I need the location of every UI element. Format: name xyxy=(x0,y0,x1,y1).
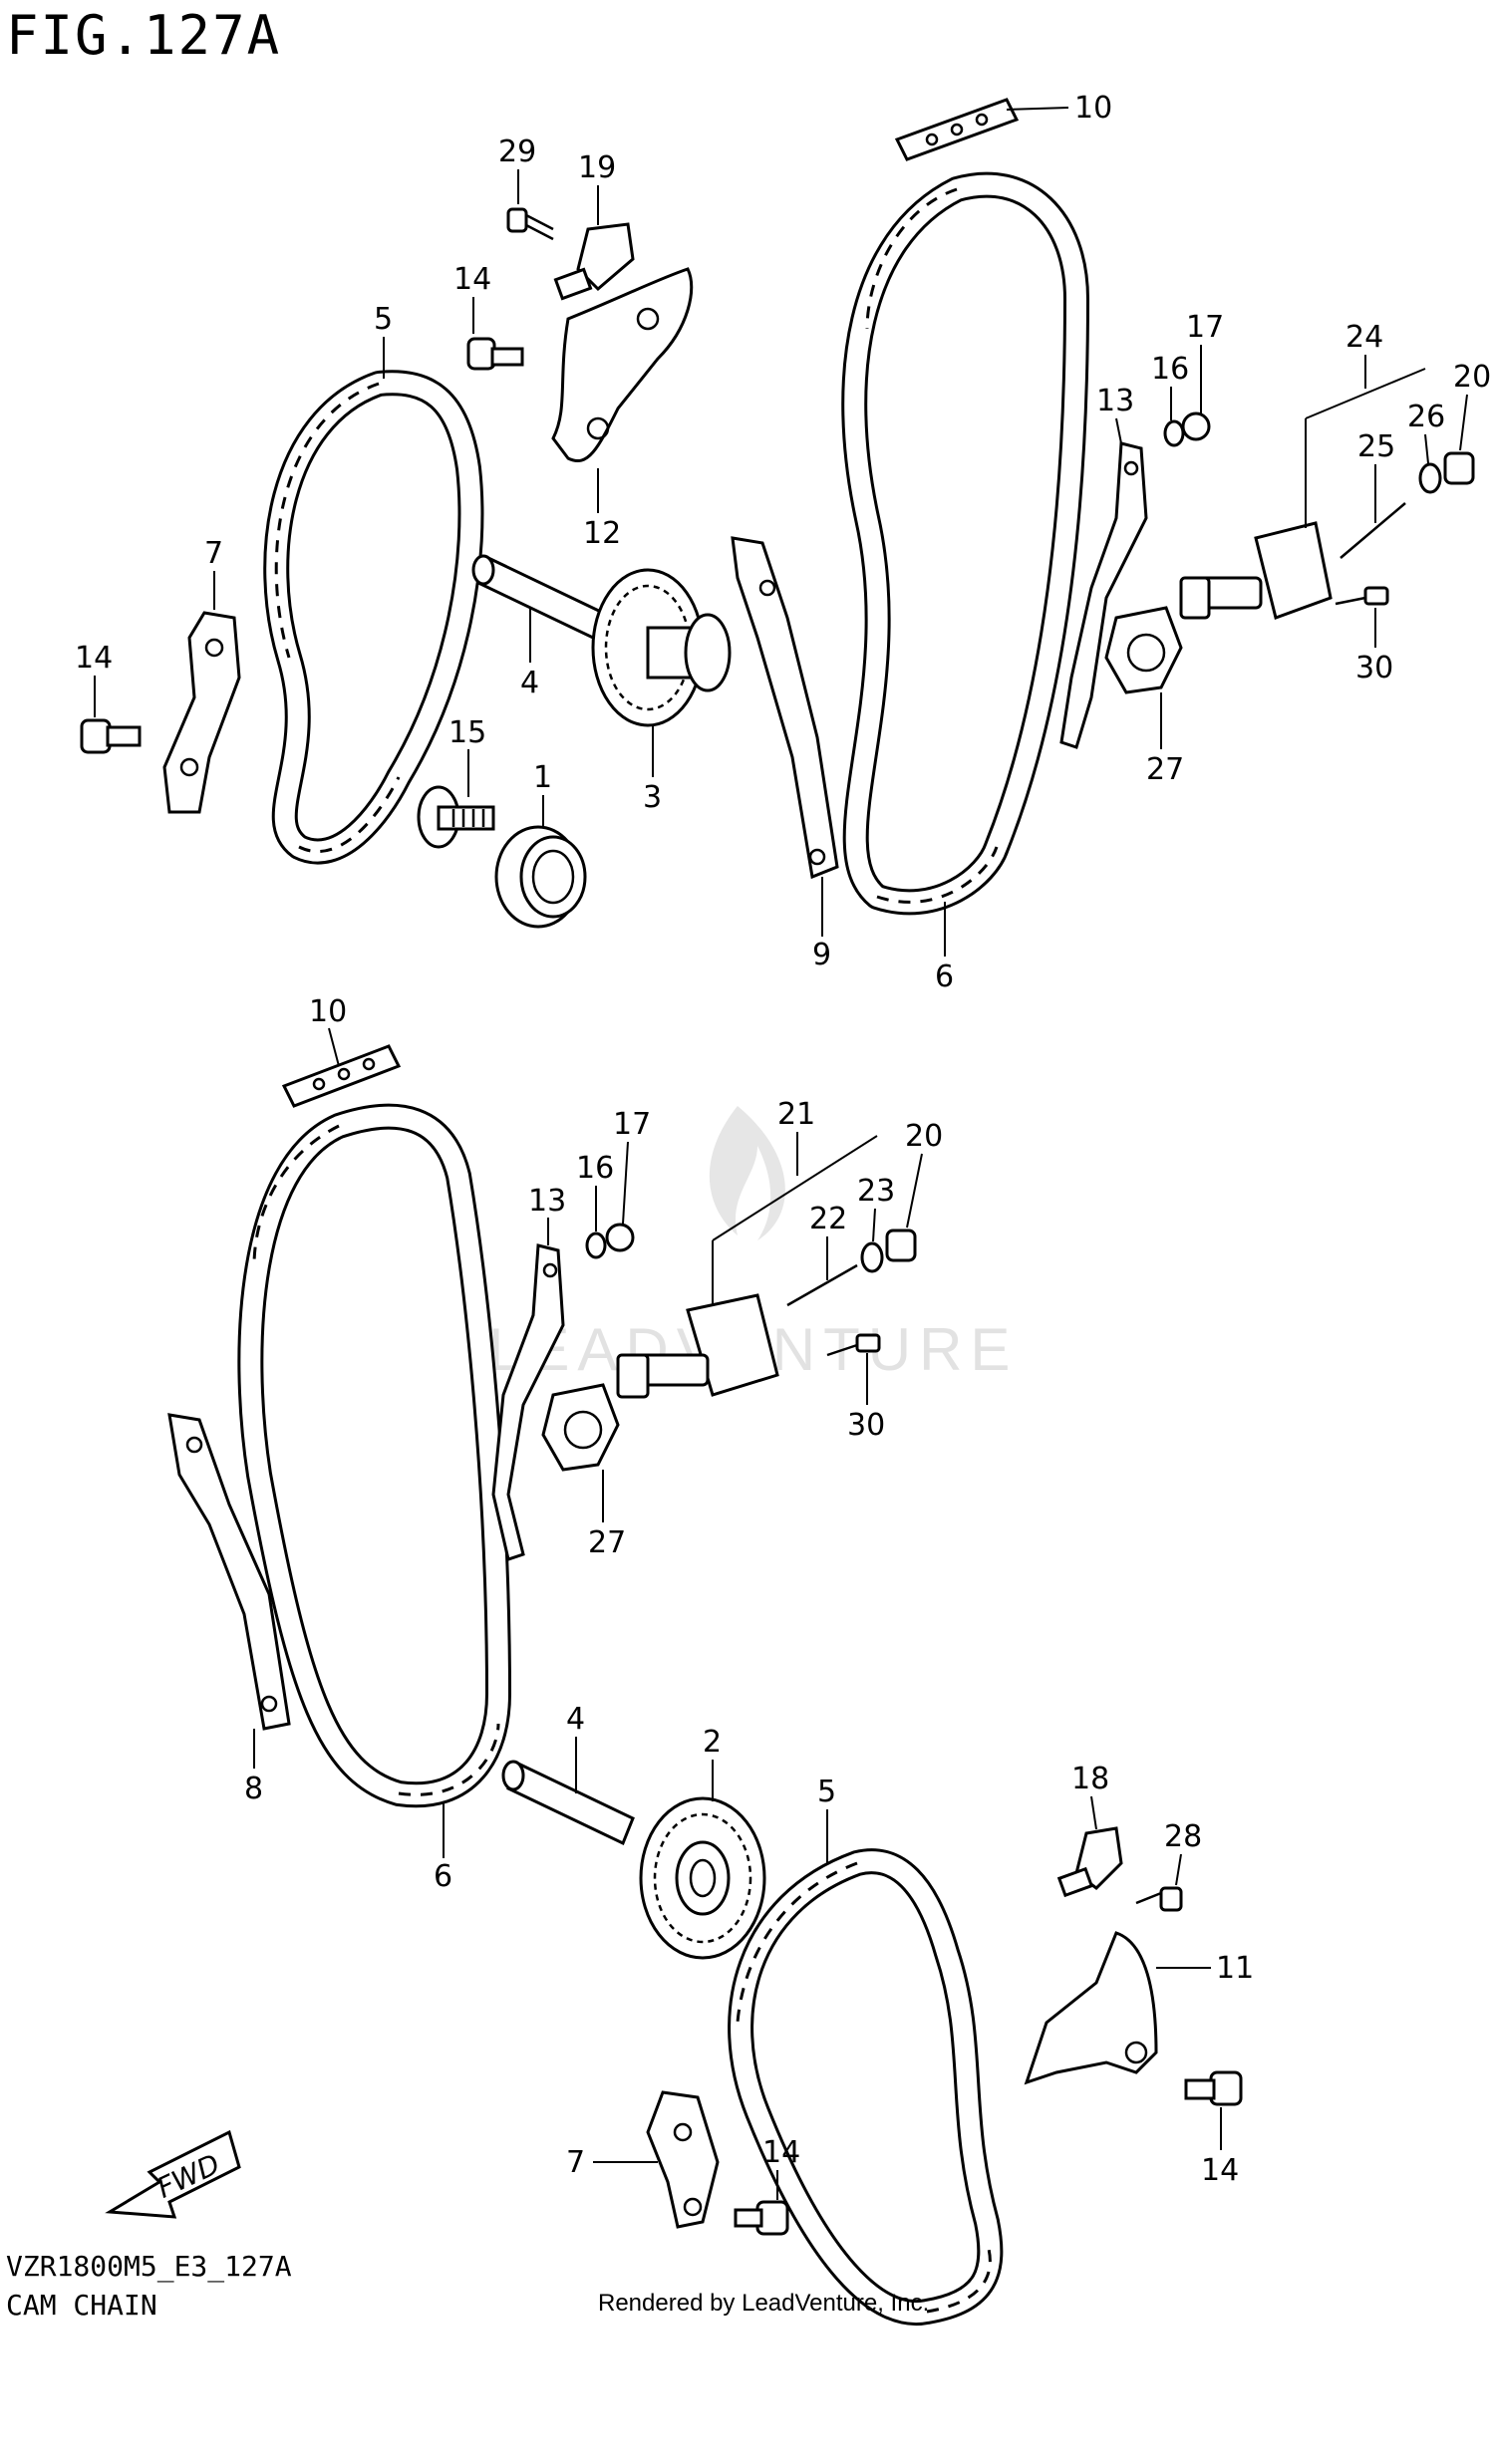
callout-4-top: 4 xyxy=(520,666,539,700)
bolt-15 xyxy=(417,785,495,849)
callout-21: 21 xyxy=(777,1097,815,1132)
gasket-27-bottom xyxy=(541,1383,620,1472)
spring-22 xyxy=(786,1263,858,1307)
bolt-17-top xyxy=(1181,411,1211,441)
tensioner-arm-12 xyxy=(551,267,694,462)
callout-17-top: 17 xyxy=(1186,310,1224,345)
bolt-28 xyxy=(1135,1886,1183,1912)
callout-8: 8 xyxy=(244,1772,263,1806)
cam-chain-5-top xyxy=(263,370,484,865)
callout-28: 28 xyxy=(1164,1819,1202,1854)
tensioner-guide-13-bottom xyxy=(491,1243,565,1561)
callout-12: 12 xyxy=(583,516,621,551)
callout-6-top: 6 xyxy=(935,959,954,994)
callout-23: 23 xyxy=(857,1174,895,1209)
bolt-20-top xyxy=(1443,451,1475,485)
chain-guide-plate-10-top xyxy=(894,98,1020,161)
bolt-29 xyxy=(506,207,554,241)
cam-chain-5-bottom xyxy=(728,1848,1004,2327)
gasket-26 xyxy=(1418,462,1442,494)
callout-16-top: 16 xyxy=(1151,352,1189,387)
callout-15: 15 xyxy=(448,715,486,750)
gasket-27-top xyxy=(1104,606,1183,694)
washer-16-bottom xyxy=(585,1232,607,1259)
shaft-4-top xyxy=(471,554,605,641)
callout-14-top: 14 xyxy=(453,262,491,297)
callout-4-bottom: 4 xyxy=(566,1702,585,1737)
bracket-18 xyxy=(1056,1826,1123,1898)
figure-title: FIG.127A xyxy=(6,4,282,67)
callout-14-bottom-right: 14 xyxy=(1201,2153,1239,2188)
callout-10-bottom: 10 xyxy=(309,994,347,1029)
callout-22: 22 xyxy=(809,1202,847,1236)
callout-13-bottom: 13 xyxy=(528,1184,566,1219)
bolt-17-bottom xyxy=(605,1223,635,1252)
chain-guide-7-bottom xyxy=(646,2090,720,2229)
callout-14-bottom: 14 xyxy=(762,2135,800,2170)
bolt-14-top-left xyxy=(80,718,142,754)
sprocket-3 xyxy=(591,568,732,727)
callout-20-top: 20 xyxy=(1453,360,1491,395)
bolt-30-bottom xyxy=(826,1333,881,1357)
one-way-clutch-1 xyxy=(494,825,587,929)
chain-guide-9 xyxy=(731,536,839,880)
callout-30-bottom: 30 xyxy=(847,1408,885,1443)
callout-30-top: 30 xyxy=(1355,651,1393,685)
callout-5-top: 5 xyxy=(374,302,393,337)
chain-guide-8 xyxy=(167,1413,291,1731)
gasket-23 xyxy=(860,1241,884,1273)
cam-chain-6-top xyxy=(841,171,1089,916)
bolt-20-bottom xyxy=(885,1229,917,1262)
callout-6-bottom: 6 xyxy=(434,1859,452,1894)
callout-25: 25 xyxy=(1357,429,1395,464)
spring-25 xyxy=(1340,502,1406,559)
washer-16-top xyxy=(1163,419,1185,447)
callout-19-top: 19 xyxy=(578,150,616,185)
chain-guide-7-top xyxy=(162,611,241,814)
bolt-14-bottom xyxy=(734,2200,789,2236)
callout-3: 3 xyxy=(643,780,662,815)
callout-7-bottom: 7 xyxy=(566,2145,585,2180)
callout-18: 18 xyxy=(1071,1762,1109,1796)
callout-27-top: 27 xyxy=(1146,752,1184,787)
bolt-14-bottom-right xyxy=(1184,2070,1243,2106)
callout-2: 2 xyxy=(703,1725,722,1760)
section-title: CAM CHAIN xyxy=(6,2289,157,2322)
callout-29-top: 29 xyxy=(498,135,536,169)
cam-chain-6-bottom xyxy=(237,1103,511,1808)
callout-16-bottom: 16 xyxy=(576,1151,614,1186)
callout-14-top-left: 14 xyxy=(75,641,113,676)
bolt-30-top xyxy=(1335,586,1389,606)
callout-26: 26 xyxy=(1407,400,1445,434)
cam-chain-tensioner-24 xyxy=(1179,521,1333,620)
watermark-flame-icon xyxy=(709,1106,785,1240)
callout-9: 9 xyxy=(812,938,831,972)
callout-11: 11 xyxy=(1216,1951,1254,1986)
callout-27-bottom: 27 xyxy=(588,1525,626,1560)
callout-1: 1 xyxy=(533,760,552,795)
cam-chain-tensioner-21 xyxy=(616,1293,779,1399)
render-credit: Rendered by LeadVenture, Inc. xyxy=(598,2290,930,2317)
shaft-4-bottom xyxy=(501,1760,635,1846)
callout-10-top: 10 xyxy=(1074,91,1112,126)
callout-20-bottom: 20 xyxy=(905,1119,943,1154)
tensioner-arm-11 xyxy=(1024,1931,1158,2085)
callout-5-bottom: 5 xyxy=(817,1775,836,1809)
tensioner-guide-13-top xyxy=(1059,441,1148,749)
callout-17-bottom: 17 xyxy=(613,1107,651,1142)
bolt-14-top xyxy=(466,337,524,371)
fwd-arrow-icon: FWD xyxy=(105,2129,241,2219)
sprocket-2 xyxy=(639,1796,766,1960)
callout-7-top: 7 xyxy=(204,536,223,571)
figure-code: VZR1800M5_E3_127A xyxy=(6,2250,292,2283)
chain-guide-plate-10-bottom xyxy=(281,1044,402,1108)
bracket-19 xyxy=(553,222,635,301)
callout-13-top: 13 xyxy=(1096,384,1134,418)
callout-24: 24 xyxy=(1346,320,1383,355)
